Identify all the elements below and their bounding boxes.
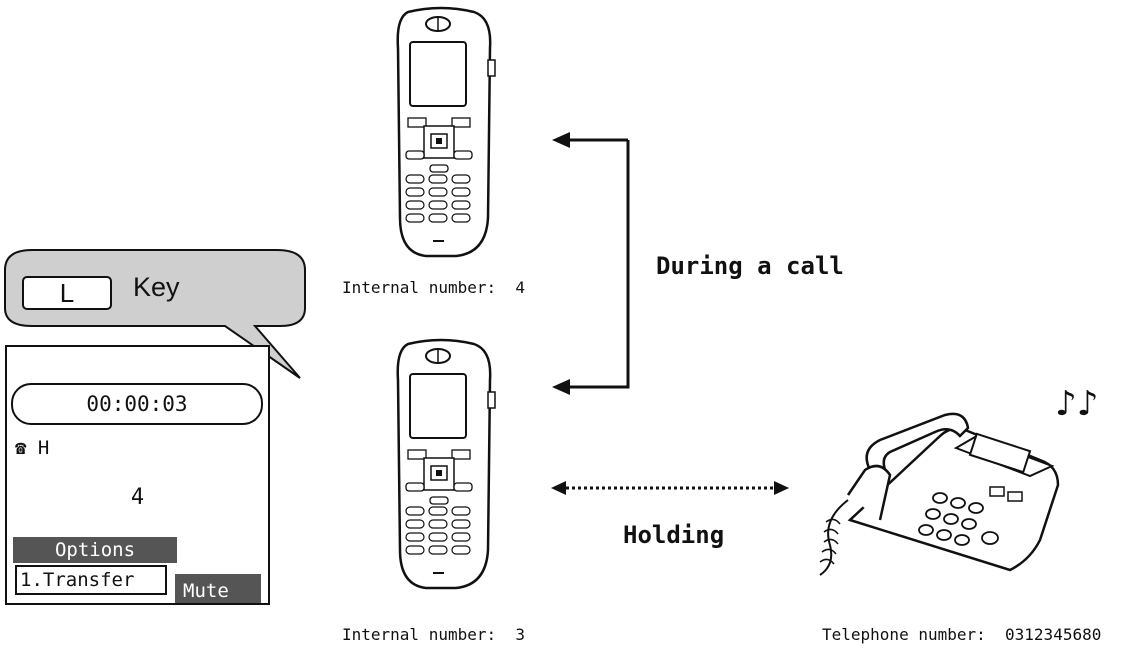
desk-telephone (819, 412, 1060, 576)
menu-item-transfer[interactable]: 1.Transfer (15, 565, 167, 595)
during-call-label: During a call (656, 252, 844, 280)
music-notes-icon: ♪♪ (1055, 384, 1099, 424)
phone-hold-icon: ☎ (15, 437, 27, 459)
handset-label-internal-4: Internal number: 4 (342, 278, 526, 297)
handset-internal-4 (396, 6, 497, 258)
during-call-connector (552, 132, 630, 395)
call-timer: 00:00:03 (11, 383, 263, 425)
options-menu-title: Options (13, 537, 177, 563)
holding-label: Holding (623, 521, 725, 549)
telephone-number-label: Telephone number: 0312345680 (822, 625, 1102, 644)
hold-indicator: H (37, 437, 50, 459)
mute-softkey[interactable]: Mute (175, 574, 261, 603)
key-caption: Key (133, 272, 180, 302)
hold-status: ☎ H (15, 437, 49, 459)
l-key: L (22, 276, 112, 310)
holding-connector (551, 481, 789, 495)
handset-internal-3 (396, 338, 497, 590)
handset-label-internal-3: Internal number: 3 (342, 625, 526, 644)
display-internal-number: 4 (130, 485, 145, 510)
handset-display: 00:00:03 ☎ H 4 Options 1.Transfer Mute (5, 345, 270, 605)
